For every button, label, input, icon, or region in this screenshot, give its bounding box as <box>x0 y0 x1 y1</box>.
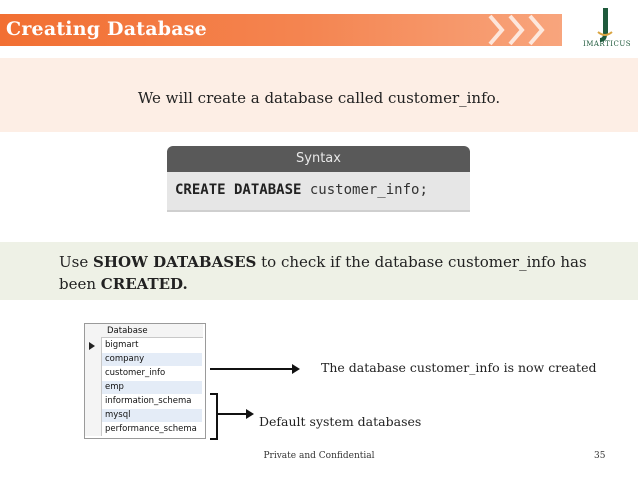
footer-confidential: Private and Confidential <box>263 451 375 461</box>
syntax-heading: Syntax <box>167 146 470 172</box>
arrow-right-icon <box>292 364 300 374</box>
show-prefix: Use <box>59 253 93 271</box>
default-annotation: Default system databases <box>259 414 422 429</box>
brand-logo-text: IMARTICUS <box>582 40 632 48</box>
syntax-code-box: CREATE DATABASE customer_info; <box>167 172 470 212</box>
column-header-database[interactable]: Database <box>101 324 203 338</box>
show-status: CREATED <box>100 275 183 293</box>
database-row-mysql[interactable]: mysql <box>102 409 202 422</box>
database-row-performance-schema[interactable]: performance_schema <box>105 424 197 434</box>
page-title: Creating Database <box>6 18 207 40</box>
show-command: SHOW DATABASES <box>92 253 257 271</box>
created-annotation: The database customer_info is now create… <box>321 360 597 375</box>
database-row-emp[interactable]: emp <box>102 381 202 394</box>
database-row-company[interactable]: company <box>102 353 202 366</box>
chevron-decoration-icon <box>488 14 545 46</box>
show-band <box>0 242 638 300</box>
row-gutter <box>85 324 102 436</box>
syntax-keyword: CREATE DATABASE <box>175 182 302 198</box>
current-row-marker-icon <box>89 342 95 350</box>
intro-band <box>0 58 638 132</box>
show-instruction: Use SHOW DATABASES to check if the datab… <box>59 251 619 295</box>
database-row-information-schema[interactable]: information_schema <box>105 396 192 406</box>
show-suffix: . <box>182 275 188 293</box>
page-number: 35 <box>594 451 606 461</box>
syntax-code: CREATE DATABASE customer_info; <box>175 182 428 198</box>
brand-logo-icon <box>597 8 613 42</box>
default-arrow-line <box>218 413 248 415</box>
arrow-right-icon <box>246 409 254 419</box>
created-arrow-line <box>210 368 296 370</box>
show-middle: to check if the database customer_info h… <box>59 253 587 293</box>
intro-text: We will create a database called custome… <box>137 89 501 107</box>
database-row-bigmart[interactable]: bigmart <box>105 340 139 350</box>
system-db-bracket <box>210 393 218 440</box>
database-row-customer-info[interactable]: customer_info <box>105 368 166 378</box>
syntax-argument: customer_info; <box>301 182 428 198</box>
title-bar <box>0 14 562 46</box>
database-result-grid: Database bigmart company customer_info e… <box>84 323 206 439</box>
